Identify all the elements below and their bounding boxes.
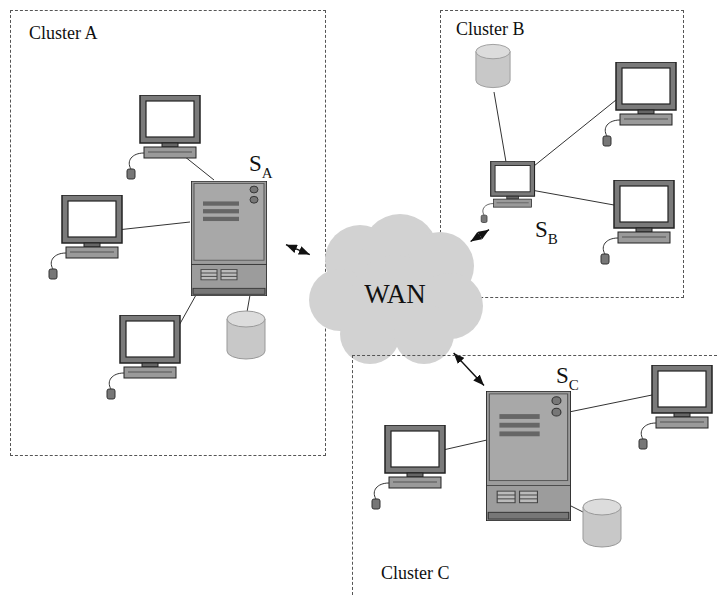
label-group: Cluster B xyxy=(456,19,525,40)
cluster-label: Cluster C xyxy=(381,563,450,584)
server-label: S xyxy=(535,217,548,243)
wire xyxy=(531,190,614,205)
wire xyxy=(494,92,506,162)
wire xyxy=(529,100,616,170)
workstations xyxy=(49,62,712,509)
server-subscript: B xyxy=(548,231,558,248)
network-label: WAN xyxy=(364,279,426,310)
cluster-region: SC Cluster C xyxy=(352,355,717,595)
server-tower xyxy=(486,391,571,521)
server-node: SC xyxy=(484,363,591,523)
workstation xyxy=(372,425,445,509)
server-label: S xyxy=(556,363,569,389)
wire xyxy=(117,222,190,230)
database-cylinder xyxy=(227,311,265,359)
workstation xyxy=(601,180,674,264)
label-group: SA xyxy=(249,151,273,177)
label-group: SC xyxy=(556,363,579,389)
wire xyxy=(569,505,583,512)
database-cylinder xyxy=(583,499,621,547)
label-group: SB xyxy=(535,217,558,243)
wan-cloud: WAN xyxy=(300,210,490,370)
server-node: SB xyxy=(489,159,566,251)
wire xyxy=(247,295,250,312)
wire xyxy=(443,440,487,450)
workstation xyxy=(603,62,676,146)
label-group: Cluster C xyxy=(381,563,450,584)
cluster-wires xyxy=(117,92,652,512)
workstation-icon xyxy=(479,161,536,227)
label-group: WAN xyxy=(364,279,426,310)
workstation xyxy=(49,195,122,279)
cluster-label: Cluster B xyxy=(456,19,525,40)
database-cylinder xyxy=(476,44,510,87)
network-link xyxy=(471,230,489,242)
cluster-region: SA Cluster A xyxy=(10,10,326,456)
label-group: Cluster A xyxy=(29,23,98,44)
server-tower xyxy=(486,391,571,521)
network-link xyxy=(454,353,484,386)
workstation xyxy=(107,315,180,399)
workstation xyxy=(127,95,200,179)
databases xyxy=(227,44,621,547)
cluster-label: Cluster A xyxy=(29,23,98,44)
server-tower xyxy=(191,181,267,296)
workstation-icon xyxy=(481,161,534,222)
server-subscript: C xyxy=(569,377,579,394)
server-node: SA xyxy=(189,151,286,298)
network-link xyxy=(286,245,310,255)
server-tower xyxy=(191,181,267,296)
wire xyxy=(569,395,652,412)
workstation xyxy=(639,365,712,449)
cluster-region: SB Cluster B xyxy=(440,10,684,298)
server-label: S xyxy=(249,151,262,177)
server-subscript: A xyxy=(262,165,273,182)
